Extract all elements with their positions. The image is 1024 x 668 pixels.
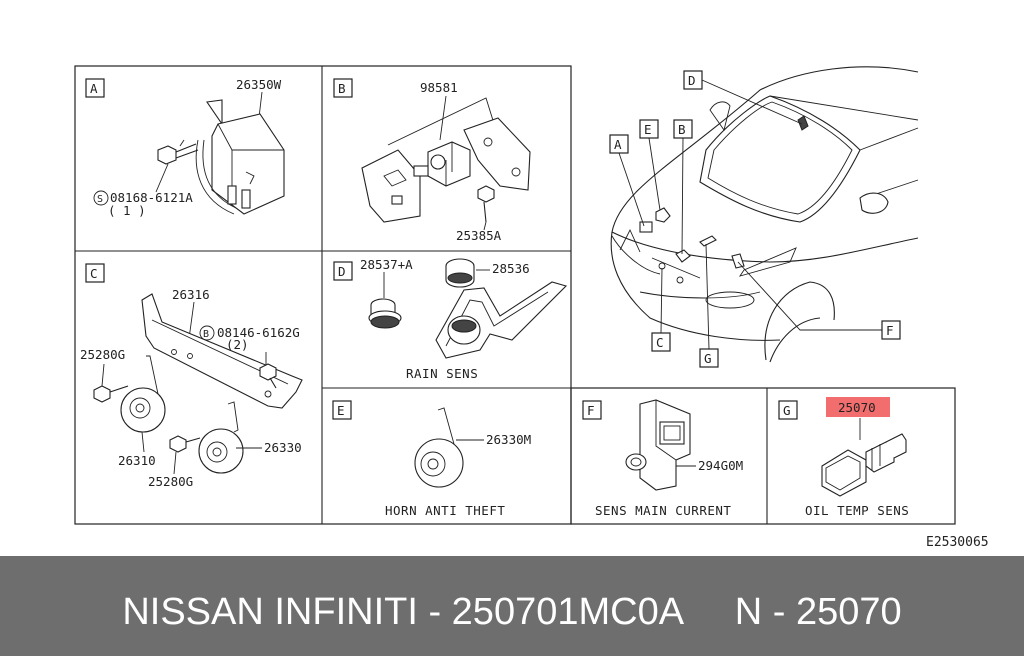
panel-g: G 25070 OIL TEMP SENS (778, 397, 909, 518)
car-callout-e: E (644, 122, 652, 137)
panel-a: A 26350W S 08168-6121A ( 1 ) (85, 77, 285, 218)
panel-b: B 98581 25385A (333, 78, 531, 243)
panel-c-bottom-bolt-label: 25280G (148, 474, 193, 489)
part-highlight (826, 397, 890, 417)
panel-c-bolt-code: 08146-6162G (217, 325, 300, 340)
footer-part-number: NISSAN INFINITI - 250701MC0A (122, 591, 682, 633)
panel-g-letter: G (783, 403, 791, 418)
footer-bar: NISSAN INFINITI - 250701MC0A N - 25070 (0, 556, 1024, 656)
panel-b-part-label: 98581 (420, 80, 458, 95)
panel-d-letter: D (338, 264, 346, 279)
panel-d-right-label: 28536 (492, 261, 530, 276)
panel-c-letter: C (90, 266, 98, 281)
panel-c: C 26316 B 08146-6162G (2) 25280G 26310 (80, 263, 303, 489)
panel-d: D 28537+A 28536 RAIN SENS (333, 257, 568, 381)
car-overview: D A E B C G F (609, 66, 919, 368)
panel-b-letter: B (338, 81, 346, 96)
panel-f: F 294G0M SENS MAIN CURRENT (582, 399, 743, 518)
panel-e-part-label: 26330M (486, 432, 531, 447)
panel-c-bolt-qty: (2) (226, 337, 249, 352)
panel-a-bolt-qty: ( 1 ) (108, 203, 146, 218)
parts-diagram: A 26350W S 08168-6121A ( 1 ) B 98581 (74, 65, 989, 550)
panel-b-bolt-label: 25385A (456, 228, 502, 243)
panel-f-caption: SENS MAIN CURRENT (595, 503, 731, 518)
panel-grid (74, 65, 956, 525)
panel-e: E 26330M HORN ANTI THEFT (332, 400, 531, 518)
panel-d-left-label: 28537+A (360, 257, 413, 272)
footer-short-code: N - 25070 (734, 591, 902, 633)
panel-c-left-horn-label: 26310 (118, 453, 156, 468)
footer-text: NISSAN INFINITI - 250701MC0A N - 25070 (0, 556, 1024, 656)
panel-e-letter: E (337, 403, 345, 418)
panel-a-bolt-symbol: S (97, 194, 103, 205)
car-callout-f: F (886, 323, 894, 338)
panel-c-bracket-label: 26316 (172, 287, 210, 302)
panel-a-bolt-code: 08168-6121A (110, 190, 193, 205)
car-callout-b: B (678, 122, 686, 137)
car-callout-g: G (704, 351, 712, 366)
diagram-code: E2530065 (926, 535, 989, 550)
panel-c-right-horn-label: 26330 (264, 440, 302, 455)
panel-a-letter: A (90, 81, 98, 96)
panel-c-left-bolt-label: 25280G (80, 347, 125, 362)
panel-f-letter: F (587, 403, 595, 418)
panel-g-caption: OIL TEMP SENS (805, 503, 909, 518)
panel-f-part-label: 294G0M (698, 458, 743, 473)
panel-c-bolt-symbol: B (203, 329, 209, 340)
car-callout-c: C (656, 335, 664, 350)
panel-d-caption: RAIN SENS (406, 366, 478, 381)
car-callout-d: D (688, 73, 696, 88)
panel-a-part-label: 26350W (236, 77, 282, 92)
car-callout-a: A (614, 137, 622, 152)
panel-e-caption: HORN ANTI THEFT (385, 503, 505, 518)
panel-g-part-label: 25070 (838, 400, 876, 415)
